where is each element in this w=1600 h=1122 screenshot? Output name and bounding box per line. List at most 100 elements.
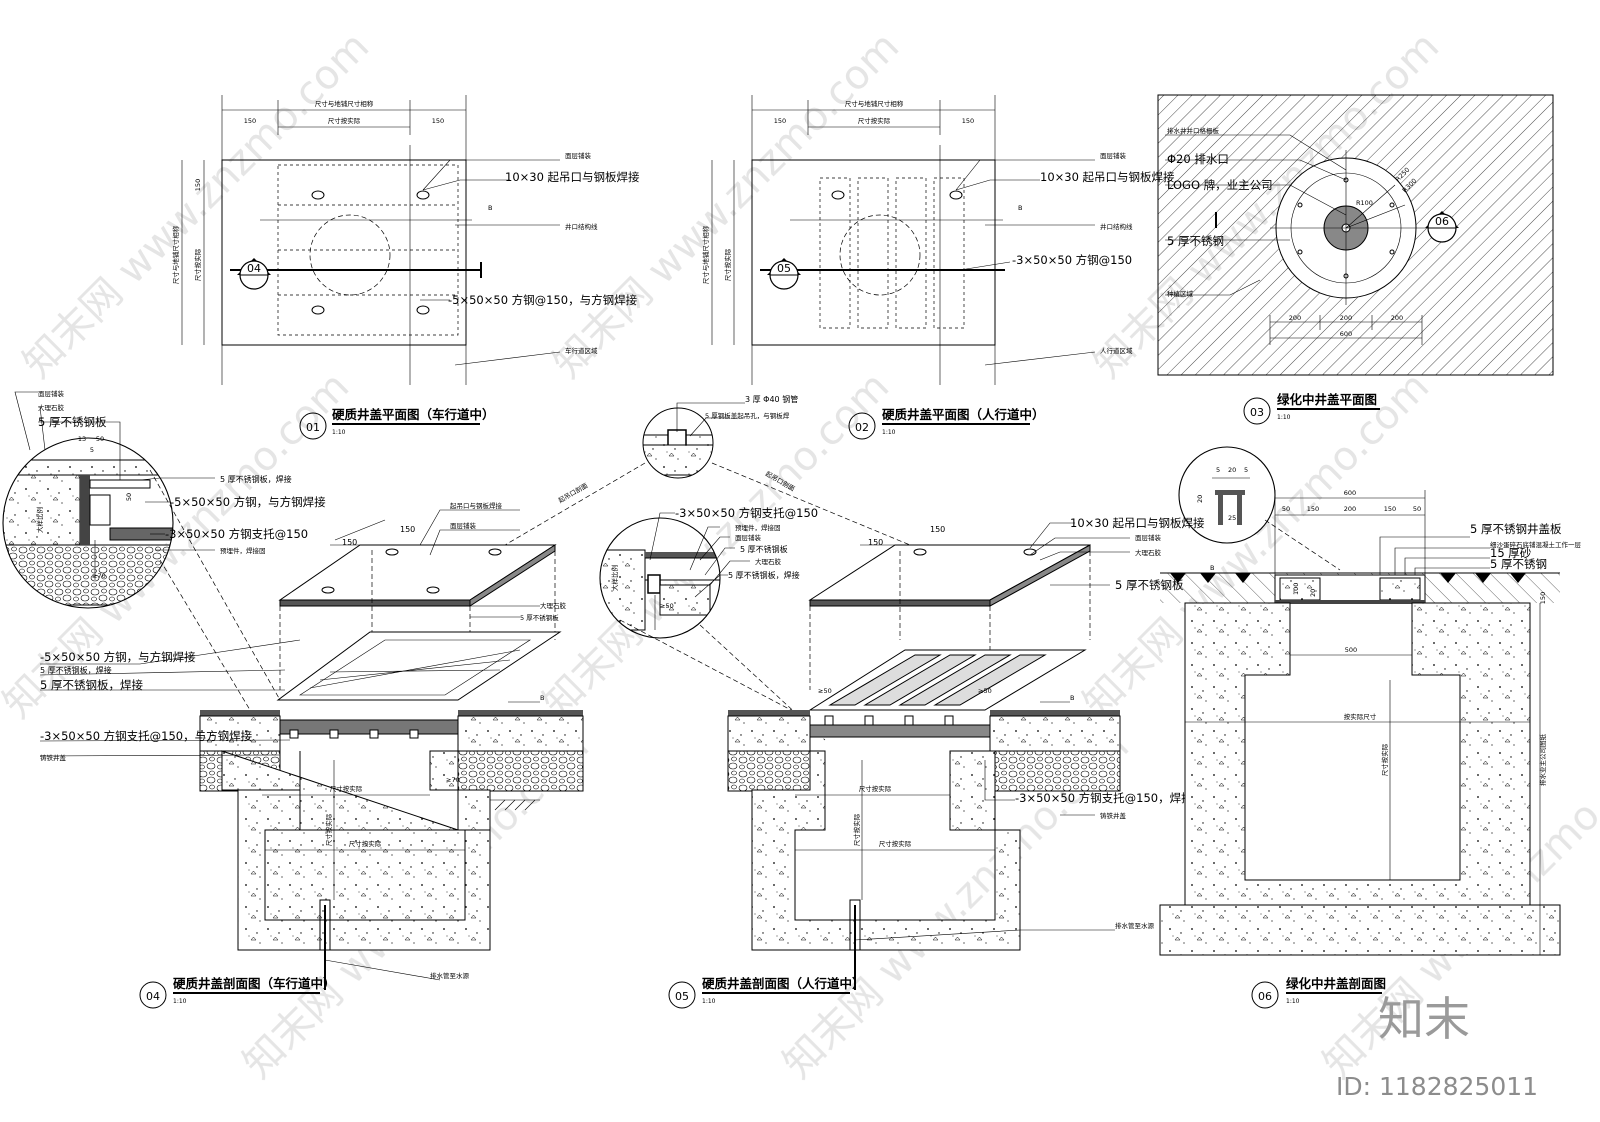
note: 10×30 起吊口与钢板焊接 <box>1070 516 1205 530</box>
bolt-icon <box>311 305 325 315</box>
watermark-text: 知末网 www.znzmo.com <box>545 24 909 388</box>
note: 5 厚钢板盖起吊孔，与钢板焊 <box>705 411 790 420</box>
bolt-icon <box>488 548 502 556</box>
svg-text:05: 05 <box>777 262 791 275</box>
dim-label: ≥50 <box>818 687 832 695</box>
note: 大理石胶 <box>1135 548 1162 557</box>
dim-label: 600 <box>1344 489 1356 497</box>
note: -5×50×50 方钢，与方钢焊接 <box>40 650 196 664</box>
dim-label: 尺寸按实际 <box>324 813 333 846</box>
note: Φ20 排水口 <box>1167 152 1229 166</box>
section-tag: 06 <box>1425 211 1459 243</box>
title-06: 06 绿化中井盖剖面图 1:10 <box>1251 976 1386 1009</box>
note: 15 厚砂 <box>1490 546 1532 560</box>
note: 10×30 起吊口与钢板焊接 <box>505 170 640 184</box>
svg-text:硬质井盖剖面图（车行道中）: 硬质井盖剖面图（车行道中） <box>173 976 336 991</box>
dim-label: R100 <box>1356 199 1373 207</box>
dim-label: 尺寸与地铺尺寸相称 <box>171 225 180 284</box>
svg-text:1:10: 1:10 <box>702 998 716 1005</box>
note: 3 厚 Φ40 钢管 <box>745 394 798 404</box>
dim-label: 200 <box>1391 314 1403 322</box>
dim-label: 5 <box>1244 466 1248 474</box>
svg-text:1:10: 1:10 <box>882 429 896 436</box>
dim-label: 5 <box>90 446 94 454</box>
note: -3×50×50 方钢@150 <box>1012 253 1132 267</box>
dim-label: 50 <box>1282 505 1290 513</box>
dim-label: 尺寸按实际 <box>330 784 363 793</box>
note: 5 厚不锈钢板 <box>740 544 788 554</box>
bolt-icon <box>949 190 963 200</box>
dim-label: 200 <box>1344 505 1356 513</box>
svg-text:硬质井盖剖面图（人行道中）: 硬质井盖剖面图（人行道中） <box>702 976 865 991</box>
dim-label: 100 <box>1292 583 1300 595</box>
svg-text:03: 03 <box>1250 406 1264 419</box>
dim-label: 50 <box>96 435 104 443</box>
svg-text:01: 01 <box>306 421 320 434</box>
svg-text:硬质井盖平面图（车行道中）: 硬质井盖平面图（车行道中） <box>332 407 495 422</box>
dim-label: 13 <box>78 435 86 443</box>
note: 面层铺装 <box>38 389 65 398</box>
dim-label: 200 <box>1340 314 1352 322</box>
title-03: 03 绿化中井盖平面图 1:10 <box>1243 392 1380 425</box>
note: 人行道区域 <box>1100 346 1133 355</box>
plan-02: 尺寸与地铺尺寸相称 150 尺寸按实际 150 尺寸与地铺尺寸相称 尺寸按实际 … <box>701 95 1175 385</box>
watermark-text: 知末网 www.znzmo.com <box>15 24 379 388</box>
dim-label: 尺寸按实际 <box>858 116 891 125</box>
dim-label: 150 <box>342 538 357 547</box>
dim-label: 150 <box>962 117 974 125</box>
note: 井口结构线 <box>565 222 598 231</box>
note: 排水管至水源 <box>1115 921 1155 930</box>
dim-label: 大样比例 <box>35 507 44 533</box>
bolt-icon <box>321 586 335 594</box>
svg-text:06: 06 <box>1435 215 1449 228</box>
note: 细沙蛋碎石底铺混凝土工作一层 <box>1490 540 1582 549</box>
section-04: 150 150 起吊口与钢板焊接 面层铺装 大理石胶 5 厚不锈钢板 <box>39 501 584 990</box>
bolt-icon <box>416 190 430 200</box>
dim-label: 尺寸按实际 <box>879 839 912 848</box>
bolt-icon <box>416 305 430 315</box>
svg-text:04: 04 <box>247 262 261 275</box>
note: 5 厚不锈钢 <box>1490 557 1547 571</box>
dim-label: 大样比例 <box>610 565 619 591</box>
svg-text:1:10: 1:10 <box>1277 414 1291 421</box>
svg-text:1:10: 1:10 <box>173 998 187 1005</box>
mark-b: B <box>1018 204 1022 212</box>
note: 5 厚不锈钢井盖板 <box>1470 522 1562 536</box>
note: 种植区域 <box>1167 289 1194 298</box>
note: -5×50×50 方钢@150，与方钢焊接 <box>448 293 638 307</box>
section-tag: 05 <box>767 258 801 290</box>
dim-label: 150 <box>930 525 945 534</box>
note: 排水管至水源 <box>430 971 470 980</box>
note: -5×50×50 方钢，与方钢焊接 <box>170 495 326 509</box>
mark-b: B <box>1070 694 1074 702</box>
note: -3×50×50 方钢支托@150，焊接一次 <box>1015 791 1216 805</box>
note: 面层铺装 <box>1100 151 1127 160</box>
note: 铸铁井盖 <box>40 753 67 762</box>
dim-label: ≥50 <box>660 602 674 610</box>
note: 铸铁井盖 <box>1100 811 1127 820</box>
note: 5 厚不锈钢板，焊接 <box>728 570 800 580</box>
dim-label: 尺寸与地铺尺寸相称 <box>845 99 904 108</box>
dim-label: 150 <box>1539 592 1547 604</box>
title-04: 04 硬质井盖剖面图（车行道中） 1:10 <box>139 976 336 1009</box>
note: 大理石胶 <box>755 557 782 566</box>
note: 面层铺装 <box>565 151 592 160</box>
note: 排水井并口格栅板 <box>1167 126 1220 135</box>
dim-label: 尺寸与地铺尺寸相称 <box>315 99 374 108</box>
bolt-icon <box>426 586 440 594</box>
svg-text:02: 02 <box>855 421 869 434</box>
note: -3×50×50 方钢支托@150 <box>675 506 818 520</box>
note: 车行道区域 <box>565 346 598 355</box>
bolt-icon <box>913 548 927 556</box>
svg-text:05: 05 <box>675 990 689 1003</box>
bolt-icon <box>311 190 325 200</box>
dim-label: ≥70 <box>446 776 460 784</box>
bolt-icon <box>385 548 399 556</box>
note: 5 厚不锈钢板 <box>38 415 107 429</box>
dim-label: 尺寸按实际 <box>1380 743 1389 776</box>
dim-label: ≥70 <box>92 572 106 580</box>
dim-label: 25 <box>1228 514 1236 522</box>
note: 大理石胶 <box>540 601 567 610</box>
dim-label: 150 <box>1384 505 1396 513</box>
